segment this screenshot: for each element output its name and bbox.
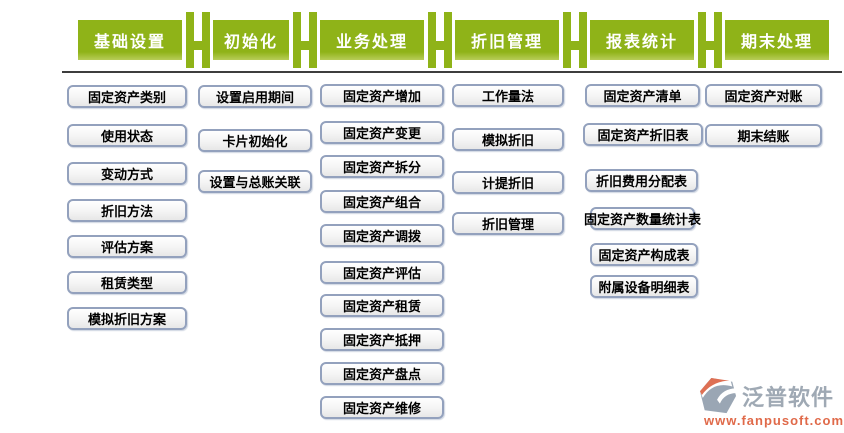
item-asset-evaluation[interactable]: 固定资产评估 <box>320 261 444 284</box>
item-lease-type[interactable]: 租赁类型 <box>67 271 187 294</box>
item-asset-change[interactable]: 固定资产变更 <box>320 121 444 144</box>
item-change-method[interactable]: 变动方式 <box>67 162 187 185</box>
item-card-initialization[interactable]: 卡片初始化 <box>198 129 312 152</box>
connector-bar <box>427 12 436 68</box>
tab-report-statistics[interactable]: 报表统计 <box>590 20 694 60</box>
connector-crossbar <box>435 40 444 50</box>
item-set-enable-period[interactable]: 设置启用期间 <box>198 85 312 108</box>
brand-watermark: 泛普软件 www.fanpusoft.com <box>698 377 844 428</box>
connector-crossbar <box>300 40 309 50</box>
tab-connector <box>559 12 590 68</box>
connector-bar <box>562 12 571 68</box>
item-asset-lease[interactable]: 固定资产租赁 <box>320 294 444 317</box>
connector-bar <box>292 12 301 68</box>
item-asset-composition-table[interactable]: 固定资产构成表 <box>590 243 698 266</box>
tab-depreciation-management[interactable]: 折旧管理 <box>455 20 559 60</box>
connector-bar <box>697 12 706 68</box>
item-depreciation-expense-allocation[interactable]: 折旧费用分配表 <box>585 169 698 192</box>
tab-basic-settings[interactable]: 基础设置 <box>78 20 182 60</box>
item-link-general-ledger[interactable]: 设置与总账关联 <box>198 170 312 193</box>
tab-period-end-processing[interactable]: 期末处理 <box>725 20 829 60</box>
item-usage-status[interactable]: 使用状态 <box>67 124 187 147</box>
item-asset-quantity-statistics[interactable]: 固定资产数量统计表 <box>584 207 701 230</box>
item-depreciation-management[interactable]: 折旧管理 <box>452 212 564 235</box>
item-fixed-asset-category[interactable]: 固定资产类别 <box>67 85 187 108</box>
tab-connector <box>182 12 213 68</box>
connector-bar <box>578 12 587 68</box>
item-evaluation-plan[interactable]: 评估方案 <box>67 235 187 258</box>
header-divider <box>62 71 842 73</box>
item-depreciation-table[interactable]: 固定资产折旧表 <box>583 123 703 146</box>
tab-initialization[interactable]: 初始化 <box>213 20 289 60</box>
item-asset-addition[interactable]: 固定资产增加 <box>320 84 444 107</box>
tab-connector <box>694 12 725 68</box>
connector-bar <box>443 12 452 68</box>
item-asset-merge[interactable]: 固定资产组合 <box>320 190 444 213</box>
item-asset-split[interactable]: 固定资产拆分 <box>320 155 444 178</box>
item-depreciation-method[interactable]: 折旧方法 <box>67 199 187 222</box>
item-simulated-depreciation-plan[interactable]: 模拟折旧方案 <box>67 307 187 330</box>
connector-crossbar <box>193 40 202 50</box>
item-asset-mortgage[interactable]: 固定资产抵押 <box>320 328 444 351</box>
connector-bar <box>713 12 722 68</box>
item-auxiliary-equipment-detail[interactable]: 附属设备明细表 <box>590 275 698 298</box>
item-workload-method[interactable]: 工作量法 <box>452 84 564 107</box>
tab-connector <box>424 12 455 68</box>
item-asset-repair[interactable]: 固定资产维修 <box>320 396 444 419</box>
item-period-end-closing[interactable]: 期末结账 <box>705 124 822 147</box>
tab-business-processing[interactable]: 业务处理 <box>320 20 424 60</box>
connector-bar <box>185 12 194 68</box>
tab-connector <box>289 12 320 68</box>
connector-crossbar <box>570 40 579 50</box>
brand-name: 泛普软件 <box>742 385 835 410</box>
connector-bar <box>201 12 210 68</box>
connector-crossbar <box>705 40 714 50</box>
brand-url[interactable]: www.fanpusoft.com <box>704 413 844 428</box>
connector-bar <box>308 12 317 68</box>
item-asset-list-report[interactable]: 固定资产清单 <box>585 84 700 107</box>
item-asset-transfer[interactable]: 固定资产调拨 <box>320 224 444 247</box>
item-asset-inventory[interactable]: 固定资产盘点 <box>320 362 444 385</box>
fanpu-logo-icon <box>698 377 738 415</box>
item-accrue-depreciation[interactable]: 计提折旧 <box>452 171 564 194</box>
item-simulated-depreciation[interactable]: 模拟折旧 <box>452 128 564 151</box>
item-asset-reconciliation[interactable]: 固定资产对账 <box>705 84 822 107</box>
